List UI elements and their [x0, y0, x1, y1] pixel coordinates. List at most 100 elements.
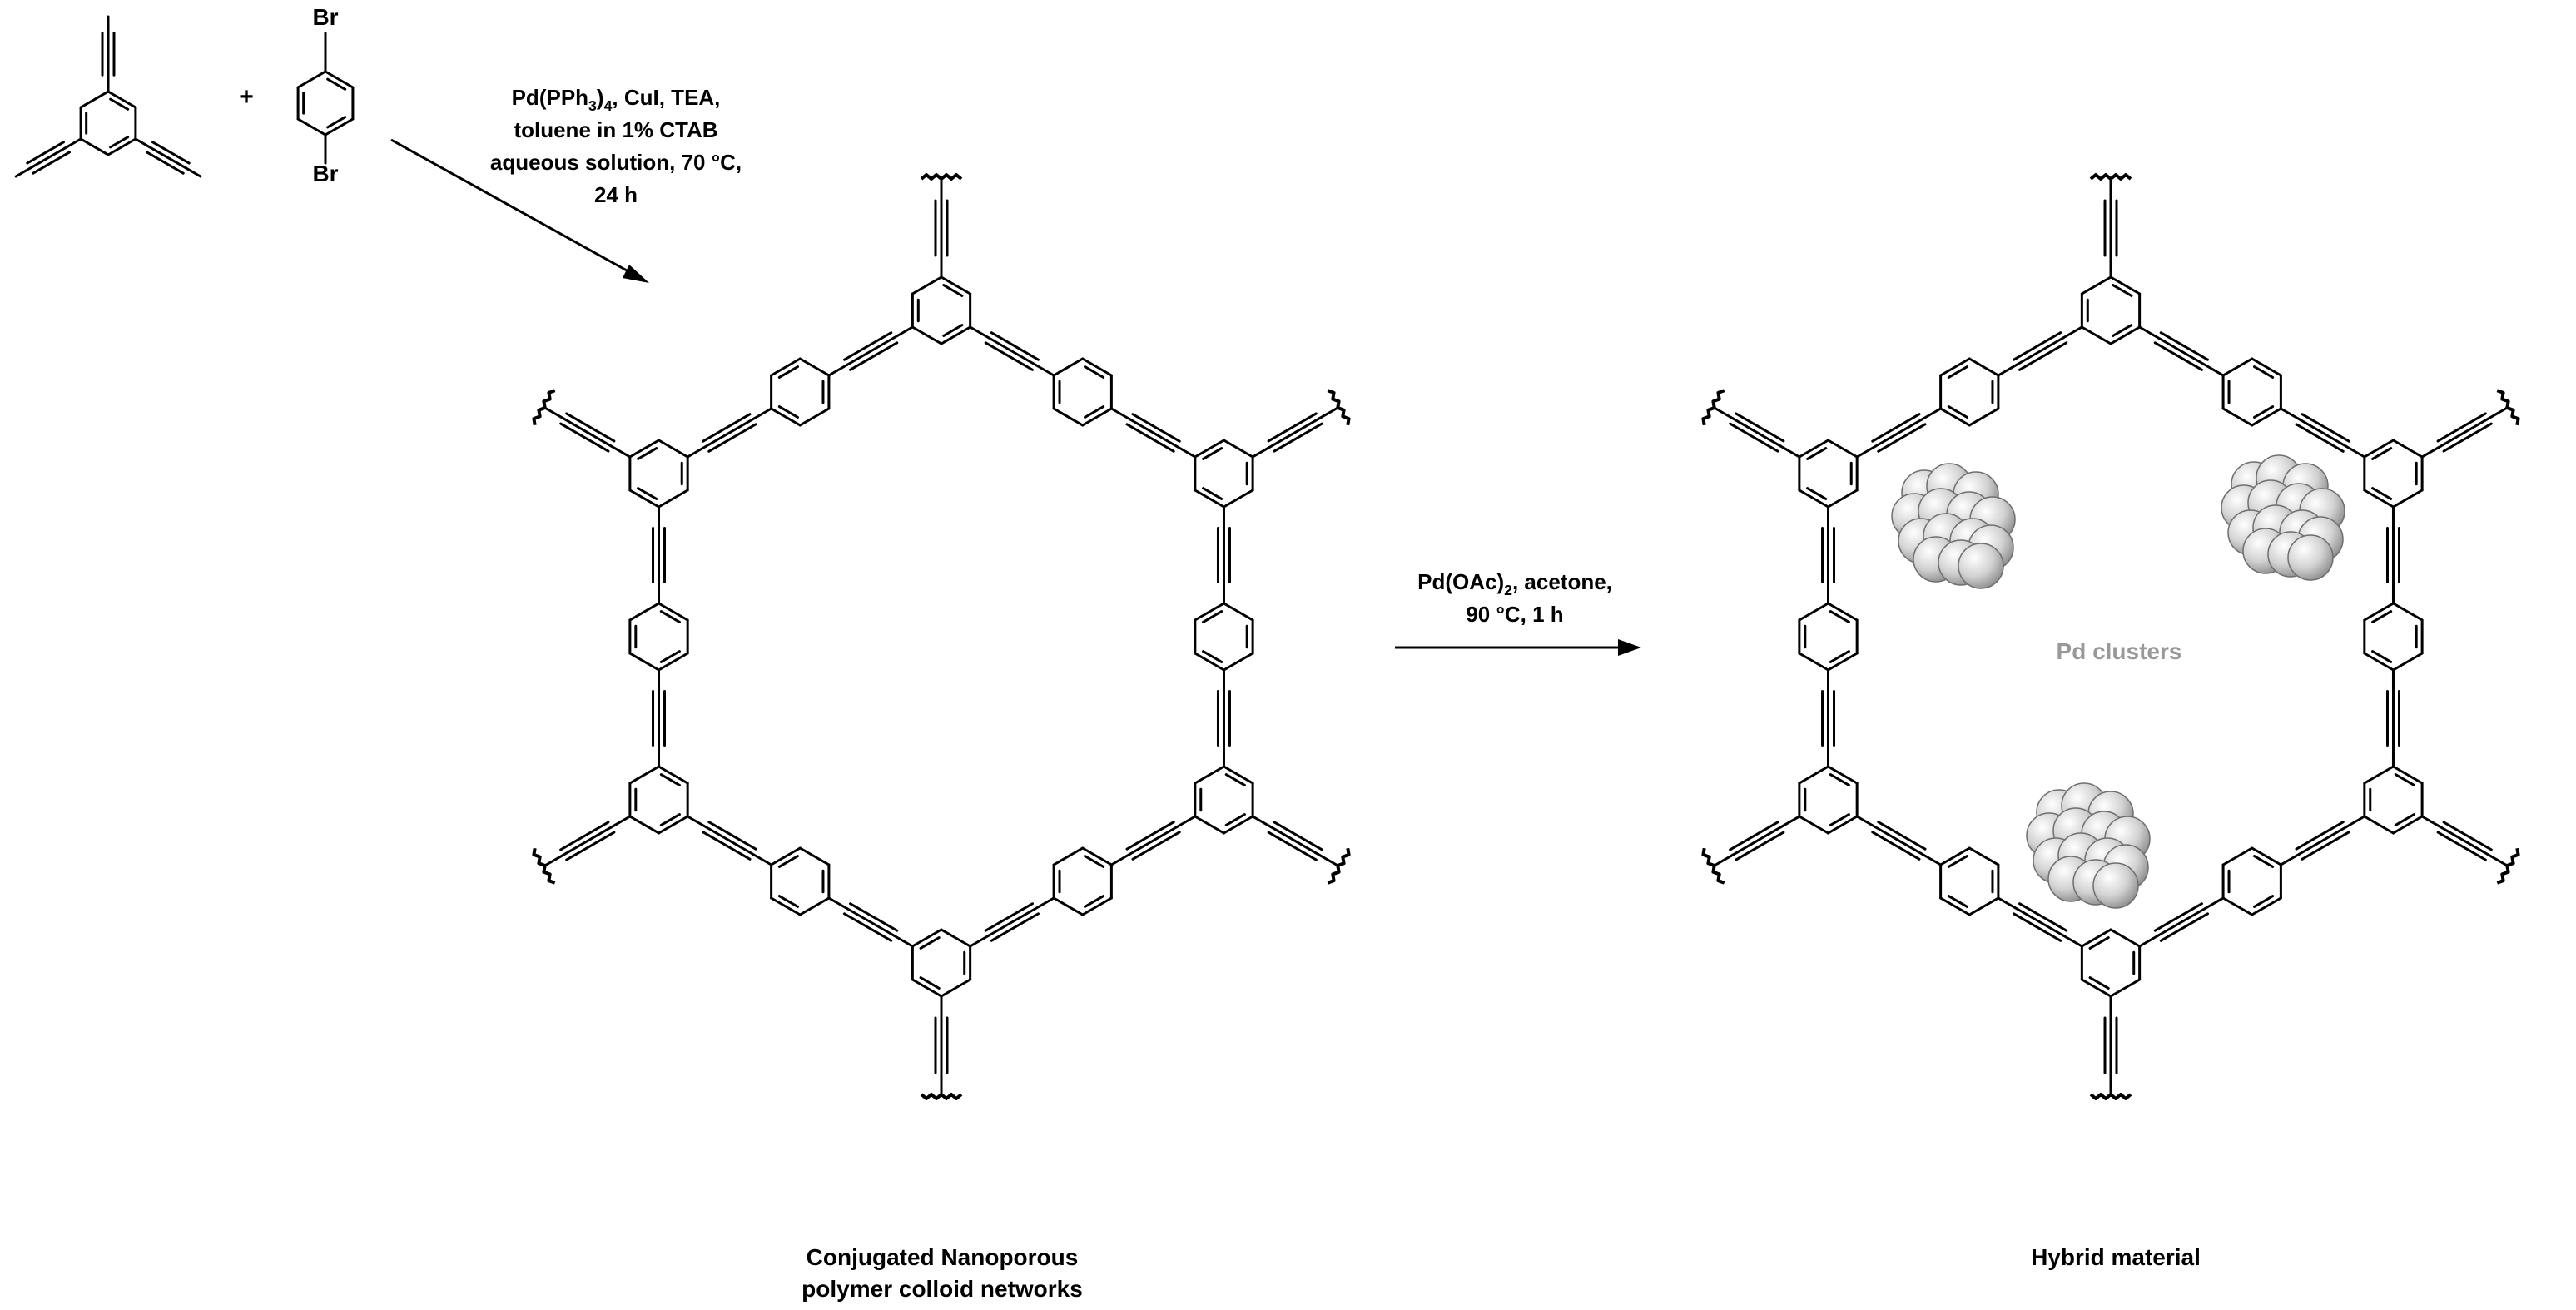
ring-bond — [296, 117, 327, 136]
ring-bond — [1222, 652, 1254, 672]
single-bond — [1855, 444, 1877, 459]
ring-double-bond — [2371, 447, 2393, 460]
ring-bond — [940, 928, 972, 948]
single-bond — [2203, 896, 2225, 911]
alkyne-linker — [1997, 896, 2083, 948]
ring-bond — [911, 978, 943, 998]
single-bond — [185, 166, 202, 178]
benzene-ring — [2221, 846, 2282, 916]
benzene-ring — [1194, 602, 1254, 672]
ring-bond — [940, 325, 972, 345]
ring-bond — [1827, 489, 1859, 509]
ring-double-bond — [2253, 855, 2275, 868]
plus-sign: + — [239, 83, 254, 111]
chain-continuation-mark — [1701, 847, 1725, 885]
ring-double-bond — [109, 97, 130, 111]
single-bond — [1034, 363, 1055, 377]
single-bond — [969, 325, 990, 340]
single-bond — [1318, 853, 1339, 867]
ring-double-bond — [2112, 324, 2133, 337]
triple-bond — [146, 151, 185, 175]
ring-bond — [296, 70, 327, 89]
triple-bond — [2157, 907, 2206, 937]
triple-bond — [2442, 821, 2493, 851]
ring-double-bond — [2394, 813, 2415, 826]
benzene-ring — [1194, 439, 1254, 509]
ring-bond — [1968, 846, 2000, 866]
ring-bond — [798, 896, 831, 916]
pd-atom-sphere — [2287, 534, 2334, 581]
alkyne-linker — [14, 137, 82, 178]
ring-bond — [658, 489, 689, 509]
alkyne-linker — [2138, 325, 2225, 377]
chain-continuation-mark — [2089, 173, 2132, 181]
alkyne-linker — [652, 668, 667, 768]
ring-bond — [1827, 815, 1859, 835]
ring-double-bond — [1084, 855, 1105, 868]
benzene-ring — [1939, 846, 2000, 916]
triple-bond — [843, 331, 893, 361]
ring-double-bond — [2253, 365, 2275, 379]
ring-bond — [628, 765, 661, 785]
ring-double-bond — [659, 610, 681, 623]
triple-bond — [987, 336, 1037, 366]
alkyne-linker — [827, 325, 914, 377]
single-bond — [1713, 853, 1735, 867]
benzene-ring — [1798, 439, 1859, 509]
alkyne-linker — [2103, 177, 2118, 279]
chain-continuation-mark — [1701, 389, 1725, 426]
alkyne-linker — [1109, 407, 1197, 459]
ring-bond — [770, 407, 802, 427]
single-bond — [1997, 363, 2018, 377]
ring-double-bond — [919, 936, 941, 950]
ring-bond — [2391, 602, 2424, 622]
ring-bond — [1798, 652, 1830, 672]
ring-double-bond — [1806, 447, 1828, 460]
ring-bond — [1222, 439, 1254, 459]
single-bond — [686, 444, 707, 459]
ring-double-bond — [1224, 773, 1246, 786]
triple-bond — [1735, 831, 1785, 861]
step2-conditions: Pd(OAc)2, acetone,90 °C, 1 h — [1417, 569, 1612, 627]
triple-bond — [2018, 341, 2068, 371]
wavy-cut — [1701, 389, 1725, 426]
single-bond — [609, 444, 632, 459]
benzene-ring — [1052, 357, 1113, 427]
ring-bond — [2080, 928, 2112, 948]
ring-double-bond — [1947, 405, 1968, 419]
ring-double-bond — [777, 855, 799, 868]
benzene-ring — [2080, 928, 2142, 998]
step1-conditions: Pd(PPh3)4, CuI, TEA,toluene in 1% CTABaq… — [490, 85, 742, 207]
triple-bond — [565, 831, 616, 861]
ring-bond — [2221, 896, 2254, 916]
hybrid-network-structure — [1701, 173, 2520, 1100]
ring-double-bond — [2253, 405, 2275, 419]
ring-double-bond — [2088, 976, 2110, 990]
condition-line: Pd(OAc)2, acetone, — [1417, 569, 1612, 598]
wavy-cut — [920, 173, 963, 181]
ring-double-bond — [1947, 855, 1968, 868]
ring-double-bond — [942, 324, 964, 337]
triple-bond — [1273, 821, 1323, 851]
triple-bond — [1267, 831, 1318, 861]
triple-bond — [2301, 831, 2350, 861]
triple-bond — [2301, 413, 2350, 443]
triple-bond — [2157, 336, 2206, 366]
condition-line: toluene in 1% CTAB — [514, 117, 717, 142]
ring-bond — [2391, 652, 2424, 672]
ring-double-bond — [2112, 284, 2133, 297]
triple-bond — [28, 146, 68, 170]
triple-bond — [990, 331, 1040, 361]
triple-bond — [1128, 826, 1179, 856]
ring-double-bond — [1084, 895, 1105, 908]
triple-bond — [32, 151, 71, 175]
triple-bond — [2442, 422, 2493, 453]
ring-bond — [2221, 357, 2254, 377]
ring-bond — [1939, 846, 1971, 866]
ring-double-bond — [1947, 365, 1968, 379]
alkyne-linker — [1855, 407, 1943, 459]
single-bond — [892, 934, 914, 948]
chain-continuation-mark — [1327, 389, 1351, 426]
ring-double-bond — [326, 116, 347, 129]
ring-double-bond — [777, 895, 799, 908]
